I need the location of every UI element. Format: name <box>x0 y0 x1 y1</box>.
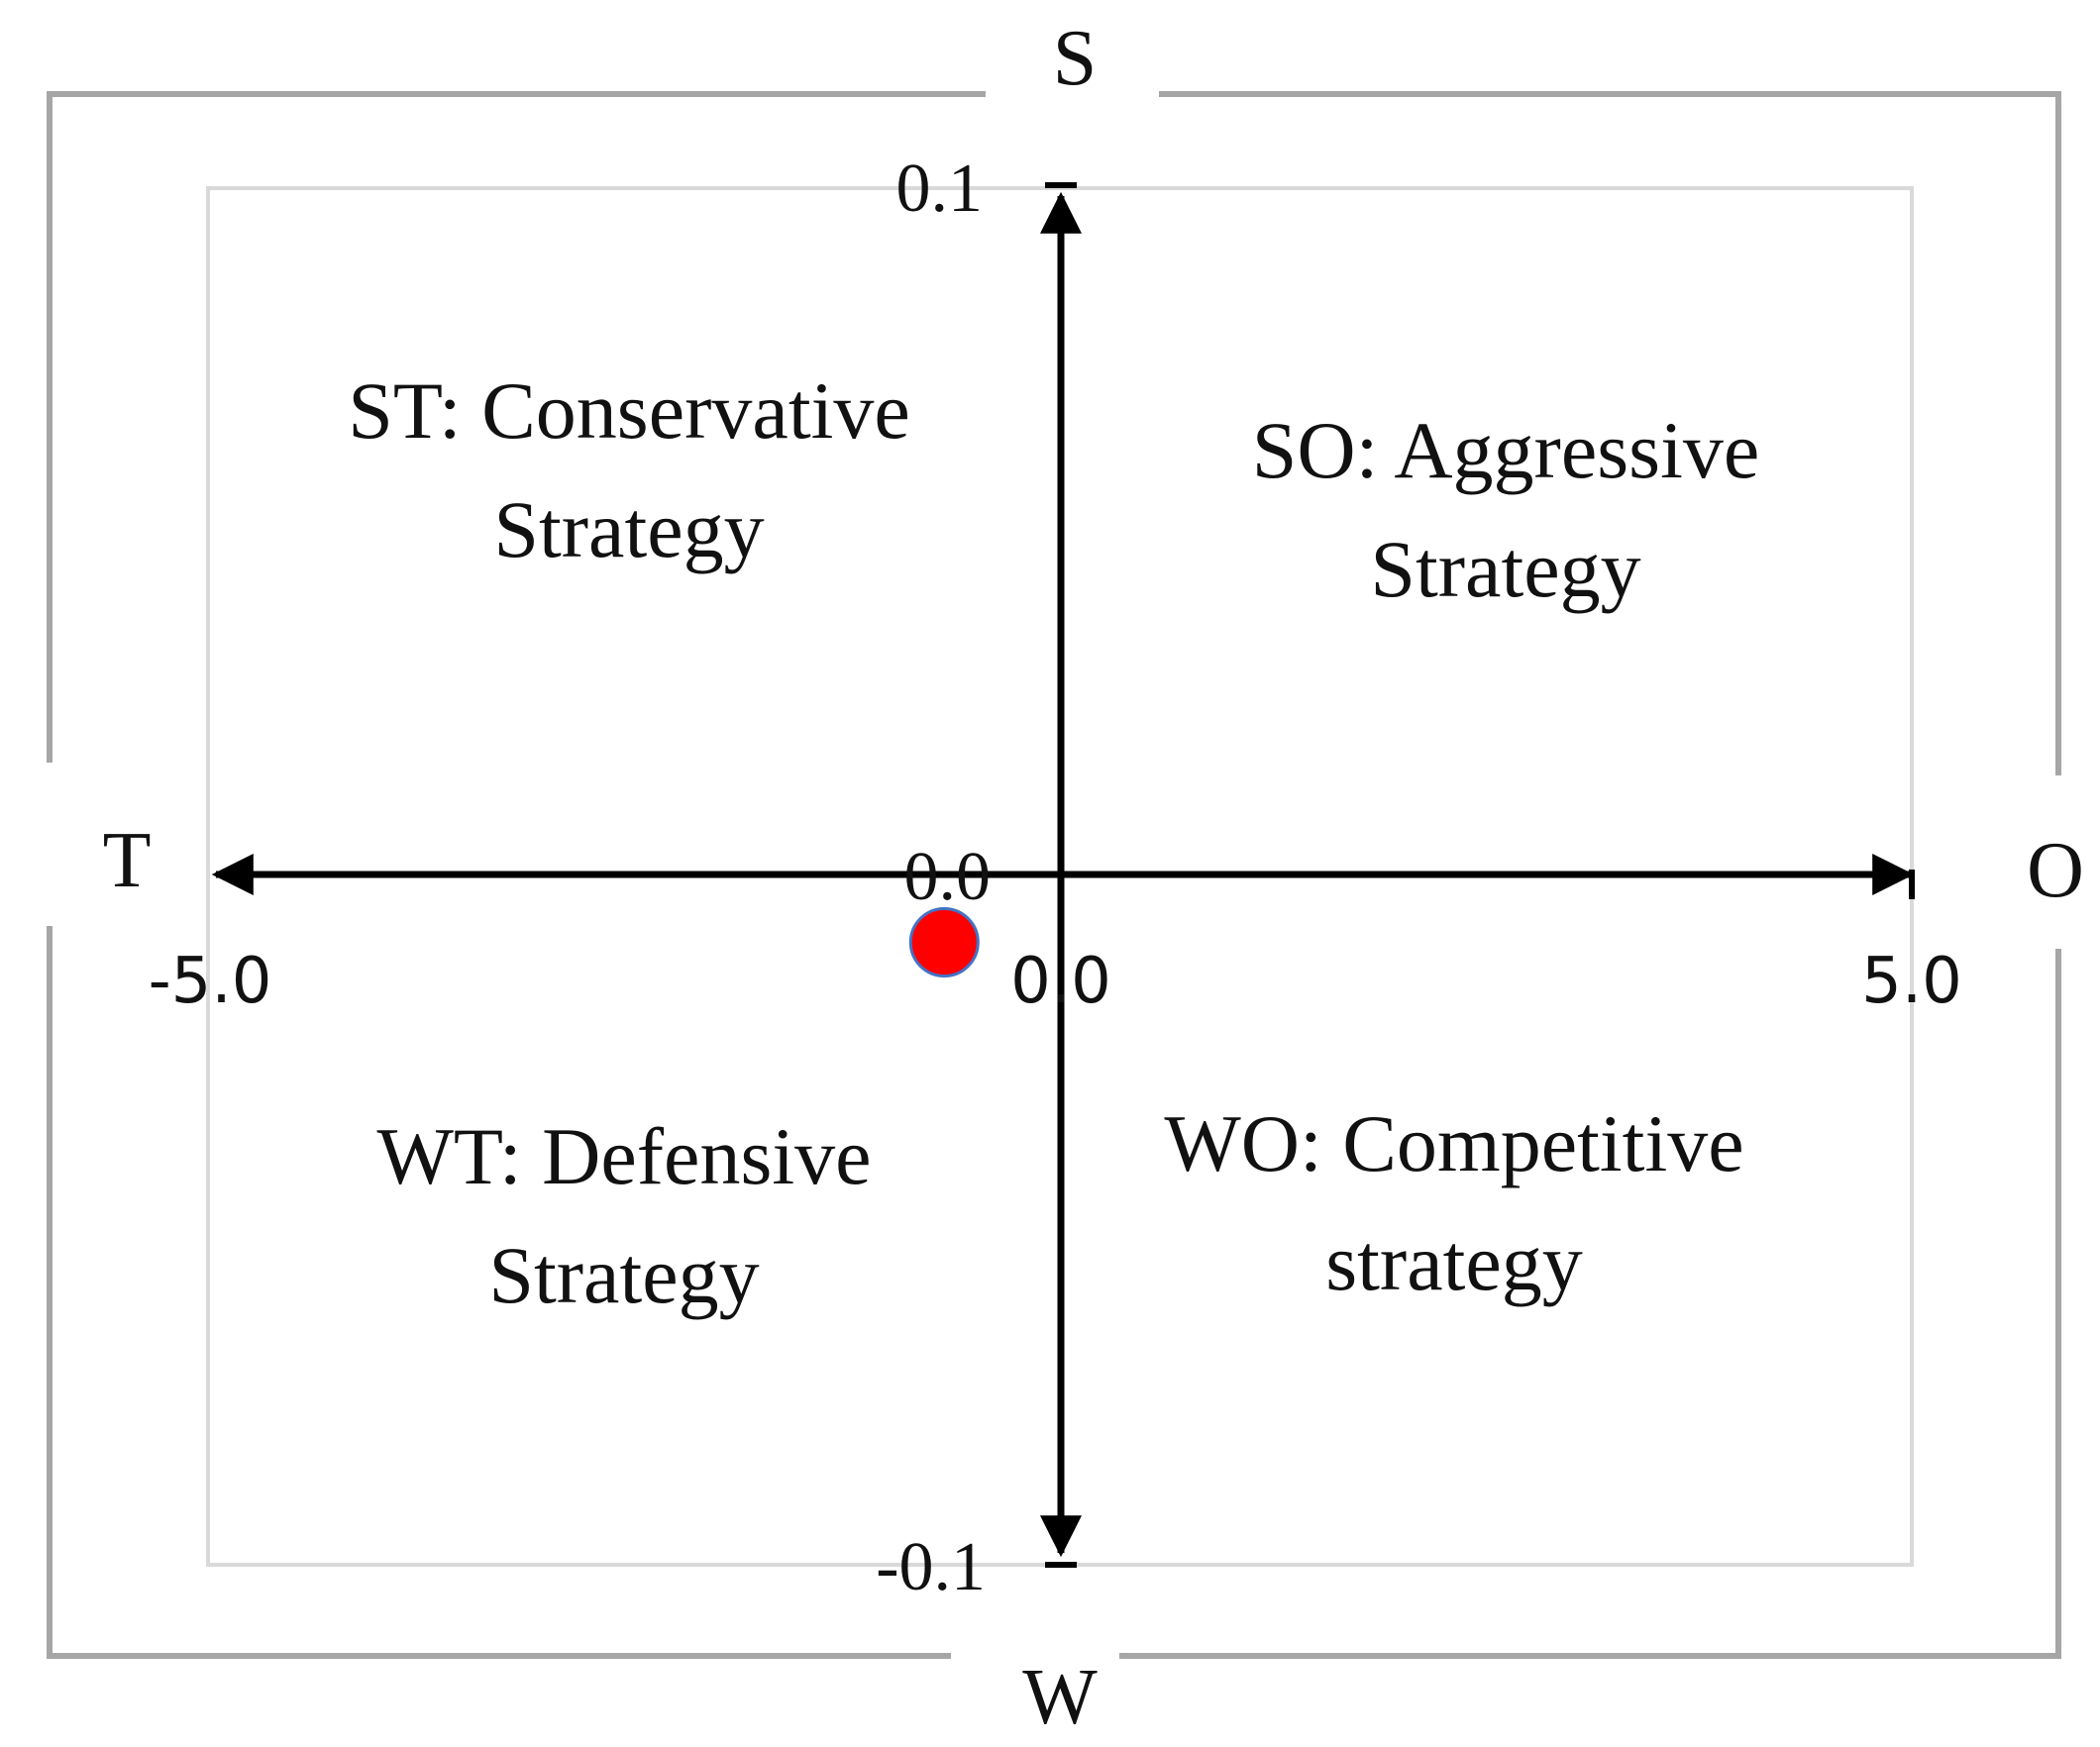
x-tick-label-zero: 0.0 <box>1010 945 1111 1018</box>
data-point-0 <box>908 907 980 977</box>
y-tick-label-min: -0.1 <box>876 1529 986 1605</box>
y-tick-label-max: 0.1 <box>896 151 984 227</box>
outer-frame-bottom-right <box>1119 949 2061 1659</box>
quadrant-label-so-line2: Strategy <box>1370 524 1640 614</box>
axis-label-top: S <box>1053 15 1098 102</box>
quadrant-label-wo-line1: WO: Competitive <box>1164 1098 1743 1188</box>
axis-label-right: O <box>2027 827 2084 914</box>
x-tick-label-min: -5.0 <box>149 945 272 1018</box>
quadrant-label-wt-line1: WT: Defensive <box>376 1111 871 1201</box>
quadrant-label-st-line1: ST: Conservative <box>348 365 910 456</box>
outer-frame-bottom-left <box>47 926 951 1659</box>
quadrant-label-wt-line2: Strategy <box>488 1230 759 1320</box>
quadrant-label-so-line1: SO: Aggressive <box>1252 405 1760 495</box>
outer-frame-top-right <box>1159 91 2061 775</box>
quadrant-label-st-line2: Strategy <box>493 484 764 574</box>
outer-frame <box>47 91 2061 1659</box>
outer-frame-top-left <box>47 91 986 763</box>
x-tick-label-max: 5.0 <box>1861 945 1962 1018</box>
y-tick-label-zero: 0.0 <box>904 839 992 915</box>
quadrant-label-wo-line2: strategy <box>1325 1217 1583 1307</box>
axis-label-bottom: W <box>1022 1654 1098 1741</box>
data-points <box>908 907 980 977</box>
axis-label-left: T <box>103 817 152 904</box>
